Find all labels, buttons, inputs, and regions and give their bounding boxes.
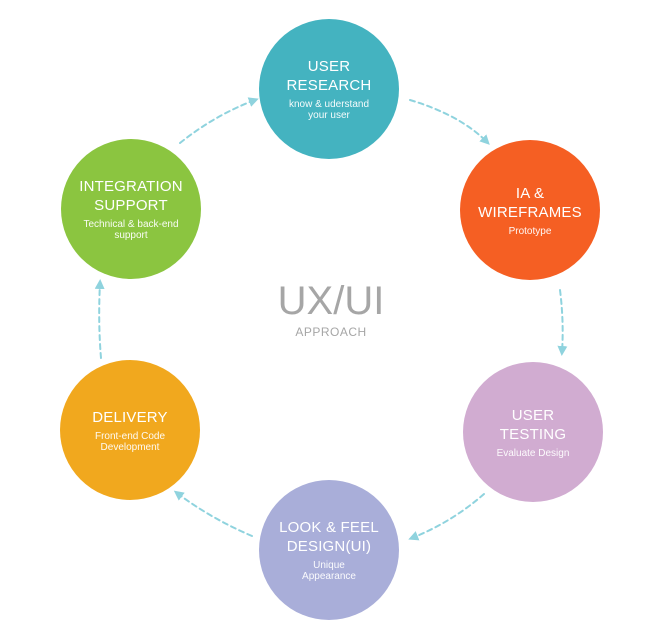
arrow-ia-to-testing <box>557 289 568 356</box>
stage-description: Front-end Code Development <box>94 430 166 453</box>
center-subtitle: APPROACH <box>295 325 367 339</box>
stage-user-testing: USER TESTING Evaluate Design <box>463 362 603 502</box>
center-title: UX/UI <box>277 279 385 323</box>
stage-description: Evaluate Design <box>496 447 570 459</box>
stage-title: DELIVERY <box>92 408 168 426</box>
stage-integration-support: INTEGRATION SUPPORT Technical & back-end… <box>61 139 201 279</box>
stage-description: Technical & back-end support <box>83 219 179 241</box>
stage-title: IA & WIREFRAMES <box>478 184 582 221</box>
stage-title: USER RESEARCH <box>286 58 372 94</box>
arrow-delivery-to-integration <box>94 279 105 359</box>
arrow-research-to-ia <box>409 99 490 145</box>
stage-ia-wireframes: IA & WIREFRAMES Prototype <box>460 140 600 280</box>
stage-user-research: USER RESEARCH know & uderstand your user <box>259 19 399 159</box>
stage-title: INTEGRATION SUPPORT <box>79 178 183 214</box>
stage-description: Unique Appearance <box>302 560 356 582</box>
stage-title: USER TESTING <box>499 406 567 443</box>
stage-description: Prototype <box>508 225 552 237</box>
stage-look-and-feel: LOOK & FEEL DESIGN(UI) Unique Appearance <box>259 480 399 620</box>
arrow-integration-to-research <box>179 97 259 144</box>
stage-delivery: DELIVERY Front-end Code Development <box>60 360 200 500</box>
arrow-testing-to-look <box>408 493 485 541</box>
arrow-look-to-delivery <box>173 490 253 537</box>
stage-title: LOOK & FEEL DESIGN(UI) <box>279 519 379 555</box>
stage-description: know & uderstand your user <box>288 99 370 121</box>
